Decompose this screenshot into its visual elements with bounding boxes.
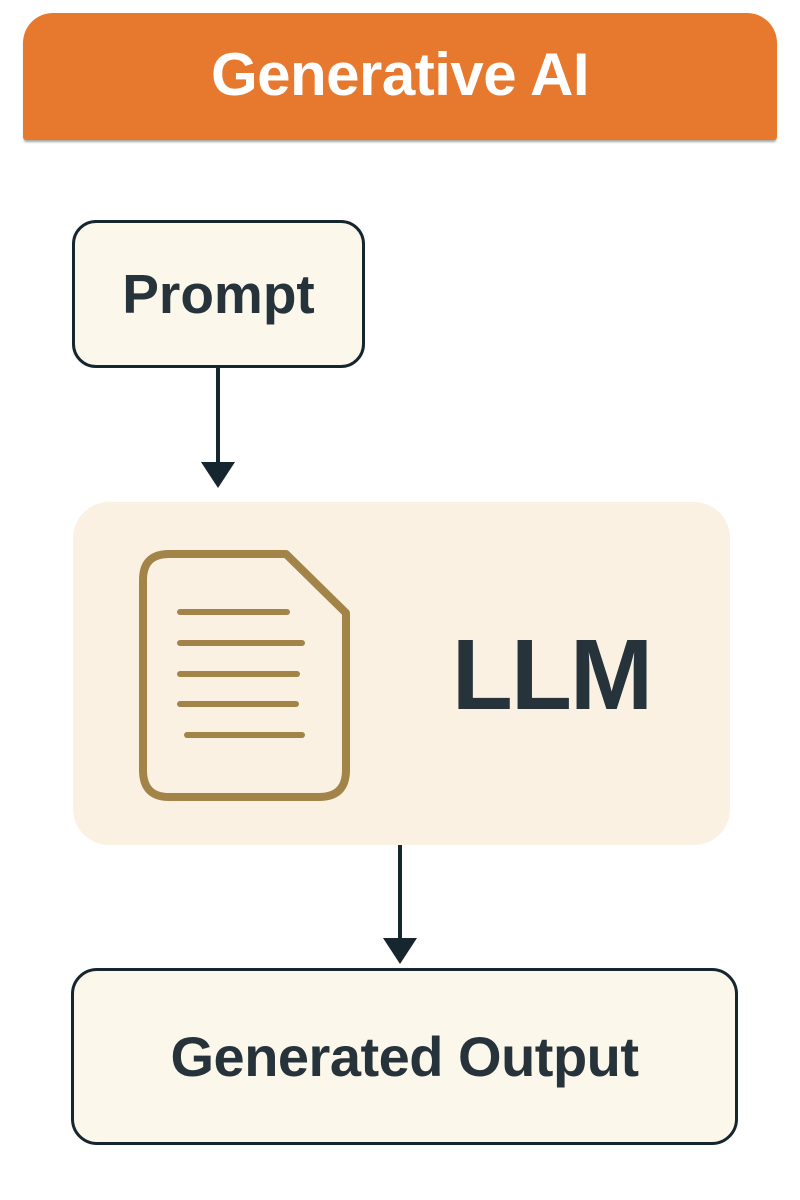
arrow-shaft (398, 845, 402, 940)
header-banner: Generative AI (23, 13, 777, 140)
arrow-shaft (216, 368, 220, 464)
arrowhead-down-icon (201, 462, 235, 488)
output-label: Generated Output (170, 1025, 639, 1088)
document-icon (139, 550, 350, 801)
header-title: Generative AI (210, 41, 590, 108)
arrowhead-down-icon (383, 938, 417, 964)
output-node: Generated Output (71, 968, 738, 1145)
prompt-node: Prompt (72, 220, 365, 368)
llm-node: LLM (73, 502, 730, 845)
llm-label: LLM (451, 619, 653, 731)
prompt-label: Prompt (122, 263, 315, 325)
llm-label-wrap: LLM (373, 502, 730, 845)
